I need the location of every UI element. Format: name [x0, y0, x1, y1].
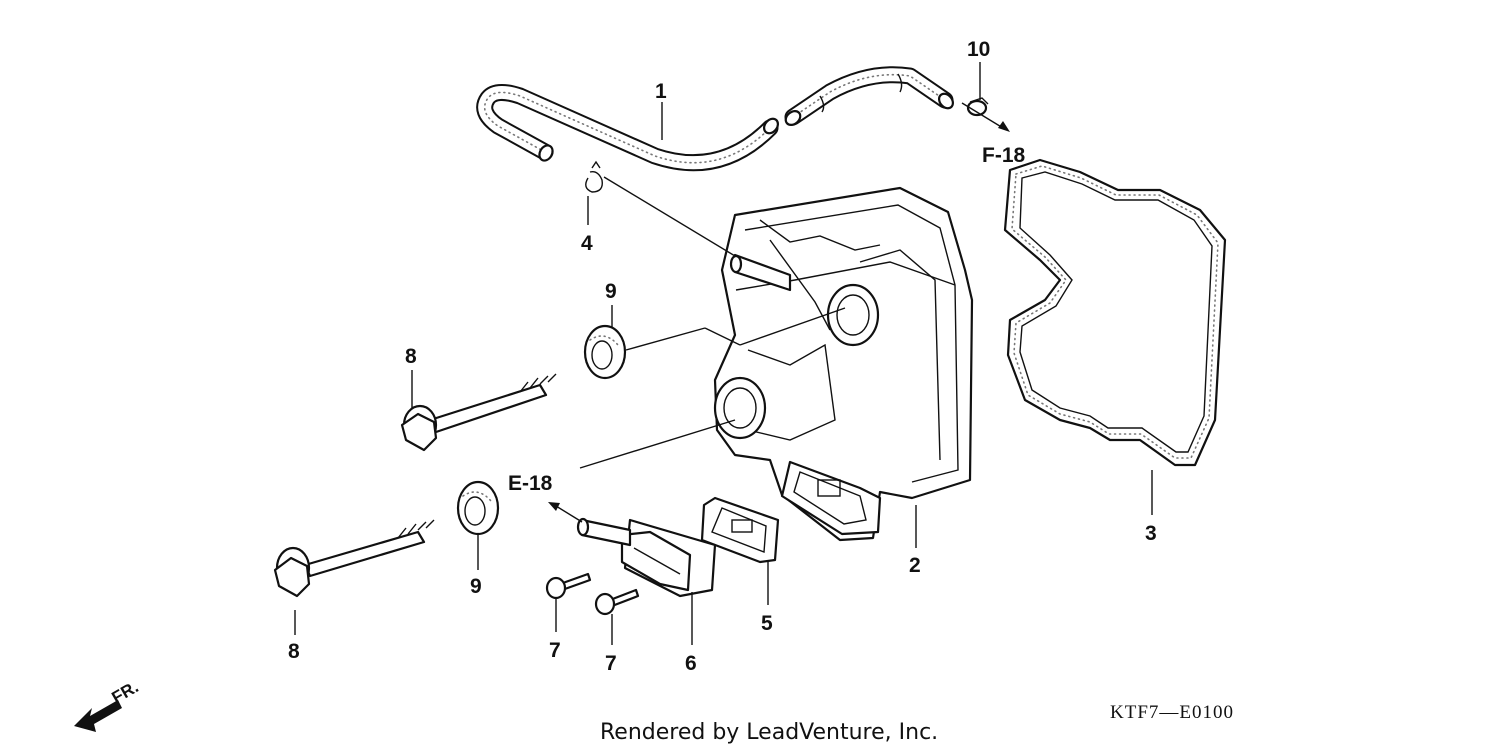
hose-clip-4 — [585, 160, 603, 193]
inspection-cover — [576, 517, 717, 598]
front-direction-marker: FR. — [74, 677, 142, 732]
head-cover-gasket — [1003, 158, 1227, 467]
callout-4: 4 — [581, 232, 593, 255]
hose-clip-10 — [966, 97, 989, 117]
callout-3: 3 — [1145, 522, 1157, 545]
callout-2: 2 — [909, 554, 921, 577]
flange-bolt-upper — [400, 373, 557, 452]
seal-washer-lower — [456, 480, 500, 536]
callout-1: 1 — [655, 80, 667, 103]
callout-7-left: 7 — [549, 639, 561, 662]
reference-e18: E-18 — [508, 472, 553, 495]
callout-10: 10 — [967, 38, 990, 61]
callout-6: 6 — [685, 652, 697, 675]
callout-5: 5 — [761, 612, 773, 635]
breather-hose — [476, 66, 954, 172]
small-bolt-right — [594, 588, 640, 616]
reference-f18: F-18 — [982, 144, 1026, 167]
cylinder-head-cover — [713, 186, 974, 542]
callout-7-right: 7 — [605, 652, 617, 675]
callout-8-lower: 8 — [288, 640, 300, 663]
callout-8-upper: 8 — [405, 345, 417, 368]
window-packing — [700, 496, 780, 564]
callout-9-upper: 9 — [605, 280, 617, 303]
callout-9-lower: 9 — [470, 575, 482, 598]
small-bolt-left — [545, 572, 592, 600]
leader-lines — [294, 62, 1153, 645]
seal-washer-upper — [583, 324, 627, 380]
diagram-code: KTF7—E0100 — [1110, 702, 1234, 723]
credit-text: Rendered by LeadVenture, Inc. — [600, 720, 938, 745]
flange-bolt-lower — [273, 519, 435, 598]
